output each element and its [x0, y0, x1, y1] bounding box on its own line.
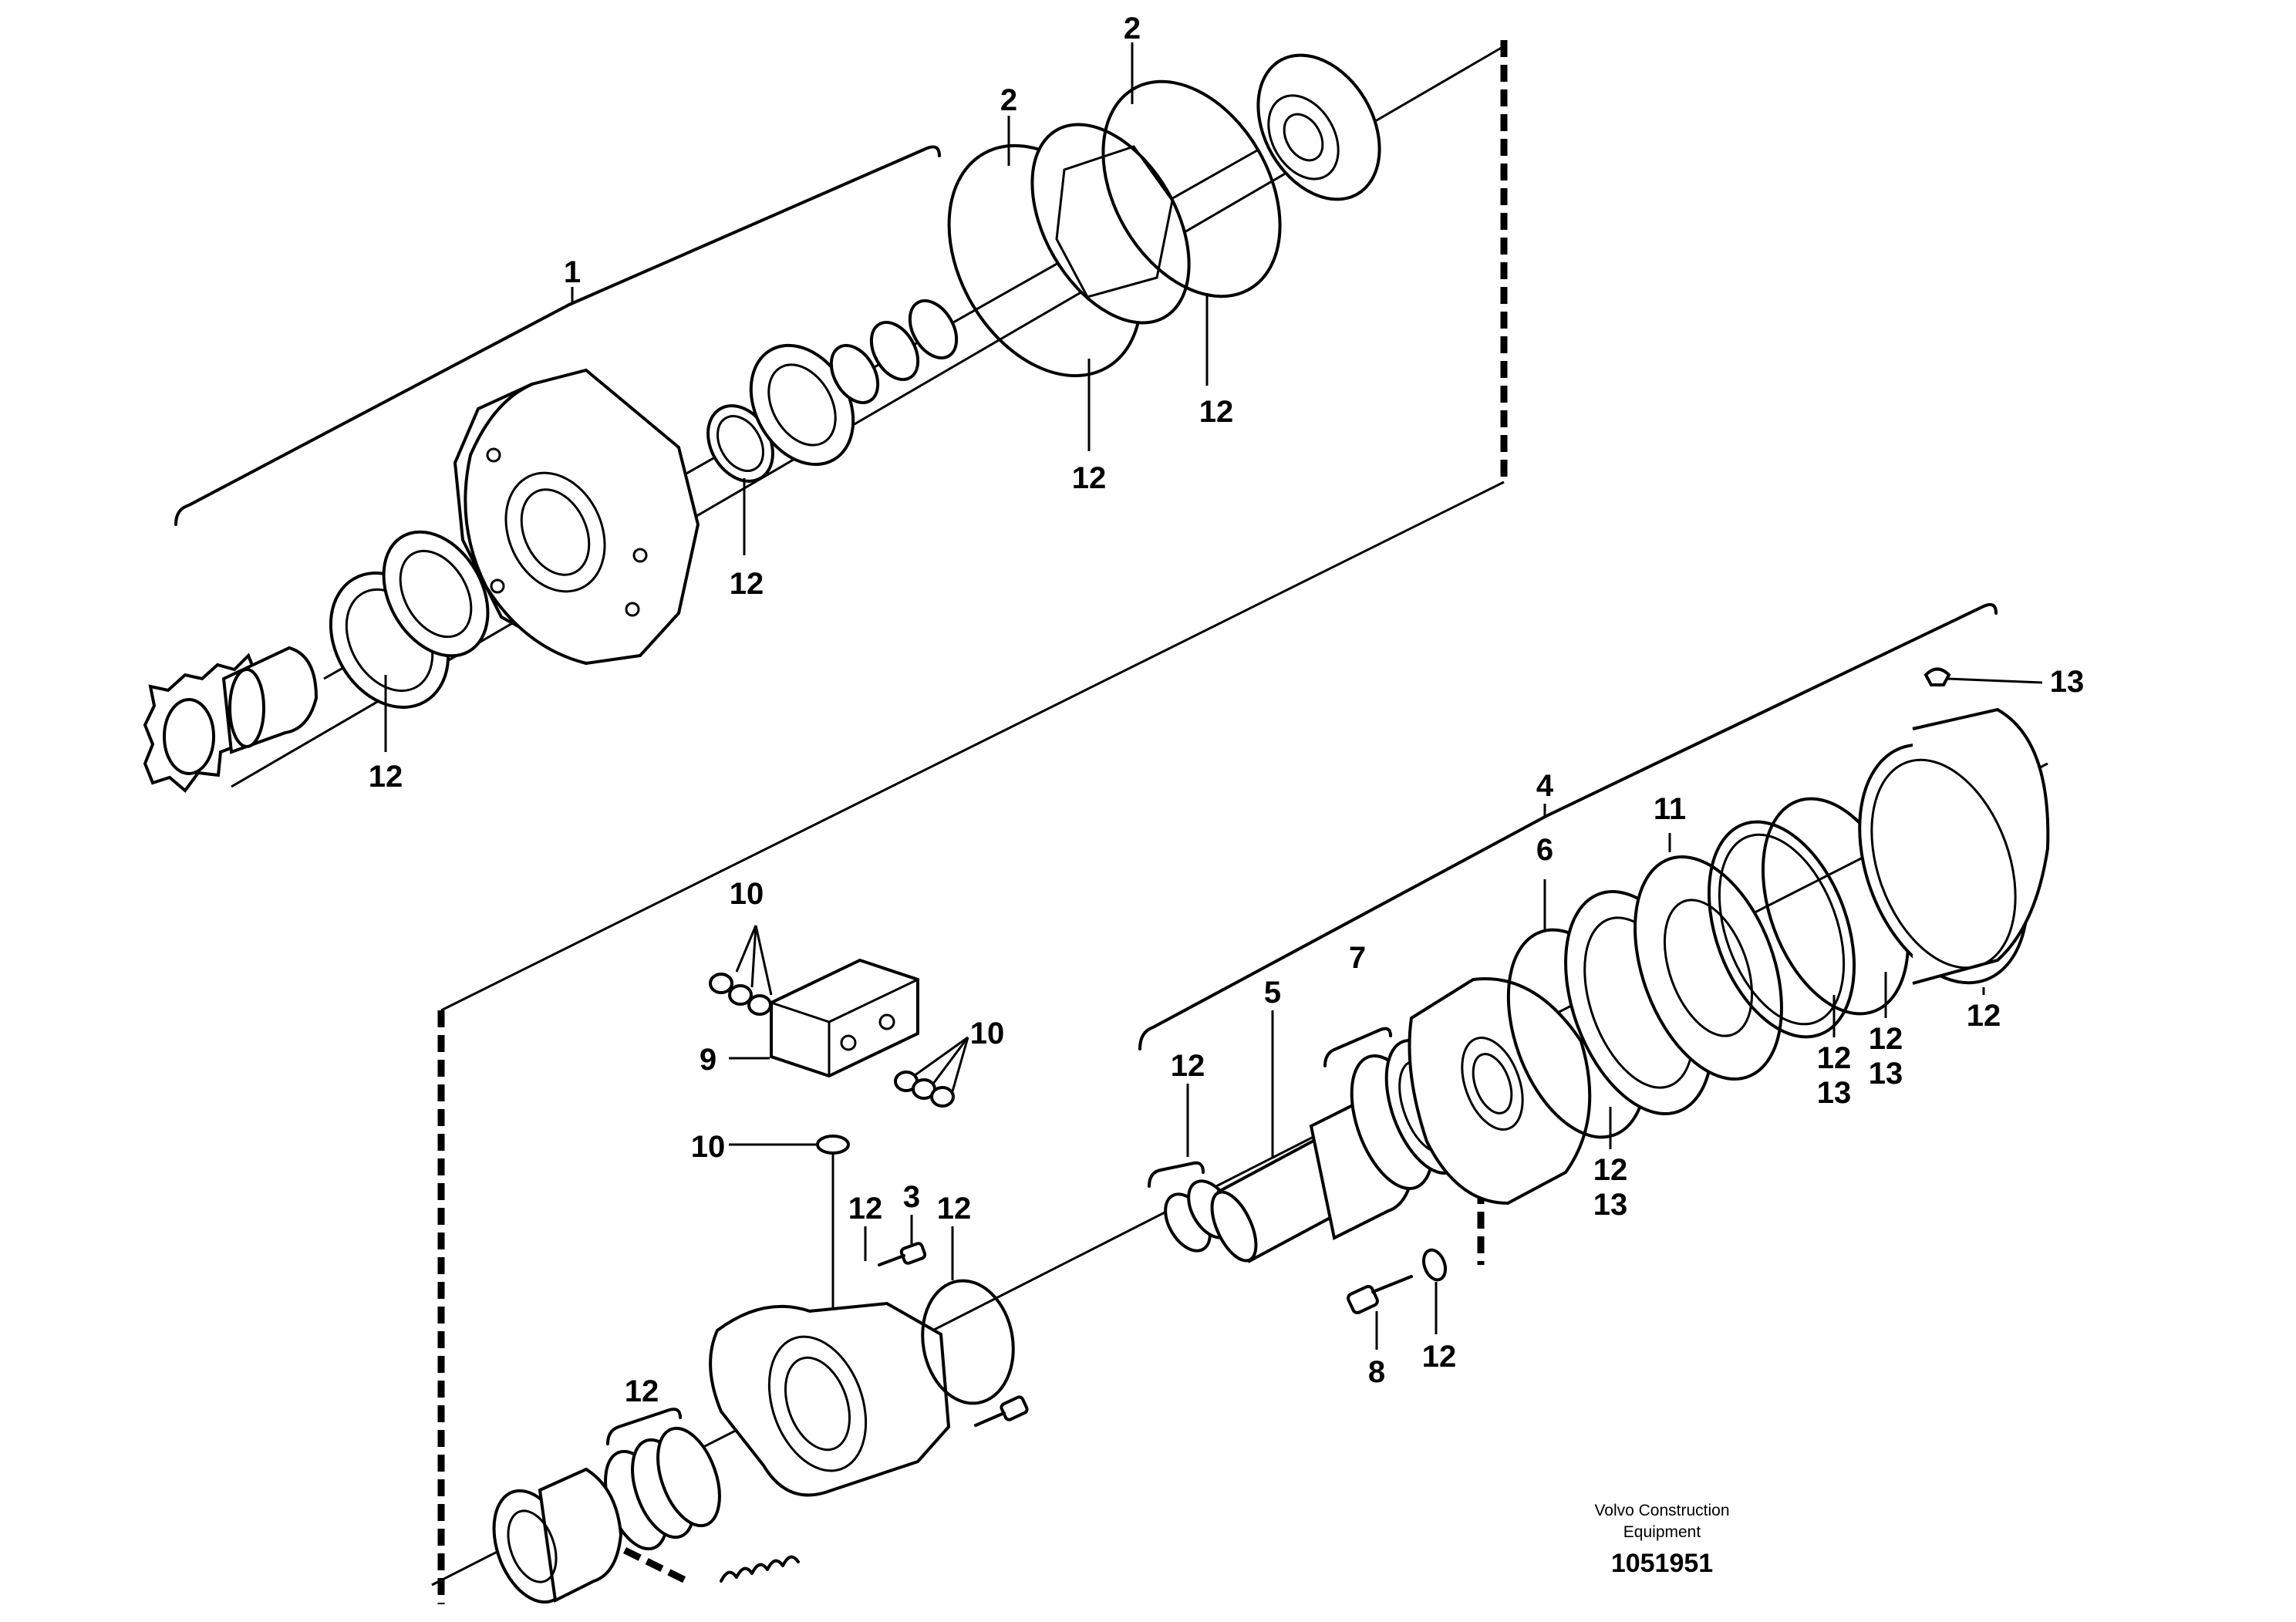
label-12-oring-left: 12 — [1072, 461, 1107, 495]
group-bracket-4 — [1138, 602, 1998, 1050]
leader-lines — [384, 42, 2043, 1350]
thrust-washer-11 — [1633, 855, 1783, 1081]
oring-right — [1101, 79, 1282, 298]
label-12-pinion-seal: 12 — [369, 760, 403, 794]
label-12-disc-a: 12 — [1817, 1041, 1852, 1075]
label-3: 3 — [903, 1180, 920, 1214]
brake-housing — [709, 1301, 951, 1497]
label-12-bearing-seal: 12 — [730, 567, 764, 601]
rotor-plate — [1030, 123, 1191, 325]
label-12-washer: 12 — [1422, 1340, 1457, 1374]
label-12-oring-right: 12 — [1199, 395, 1234, 429]
label-5: 5 — [1264, 976, 1281, 1010]
company-name-line1: Volvo Construction — [1594, 1502, 1729, 1519]
label-9: 9 — [700, 1043, 716, 1077]
label-12-carrier: 12 — [1593, 1153, 1628, 1187]
footer: Volvo Construction Equipment 1051951 — [1594, 1502, 1729, 1578]
label-2-top: 2 — [1124, 12, 1141, 46]
label-13-disc-a: 13 — [1817, 1076, 1852, 1110]
housing-bolt — [974, 1395, 1029, 1427]
label-1: 1 — [564, 255, 581, 289]
snap-ring-disc-a — [1707, 820, 1856, 1039]
drive-shaft-5 — [1210, 1089, 1418, 1263]
upper-bearing — [382, 530, 490, 658]
label-11: 11 — [1654, 792, 1686, 826]
cover-ring-12 — [1858, 707, 2050, 985]
brake-piston — [492, 1467, 623, 1604]
counterbalance-valve-block — [770, 958, 919, 1078]
valve-end-cap — [1256, 53, 1381, 201]
spring-stack — [604, 1426, 721, 1551]
label-10-top: 10 — [730, 877, 764, 911]
label-12-cover: 12 — [1967, 999, 2001, 1033]
motor-housing — [453, 368, 700, 666]
group-bracket-7 — [1323, 1027, 1392, 1067]
retaining-rings — [829, 298, 959, 404]
company-name-line2: Equipment — [1623, 1523, 1701, 1541]
label-13-disc-b: 13 — [1869, 1057, 1903, 1091]
planetary-carrier — [1408, 977, 1592, 1206]
valve-orings — [709, 973, 955, 1155]
brake-oring — [921, 1279, 1015, 1405]
pinion-shaft — [143, 646, 319, 793]
callout-labels: 1 2 2 12 12 12 12 4 13 12 11 6 12 13 12 … — [369, 12, 2085, 1408]
relief-screw-3 — [878, 1242, 927, 1266]
label-10-right: 10 — [970, 1017, 1005, 1050]
label-10-lower: 10 — [691, 1130, 726, 1164]
washer-12 — [1421, 1248, 1448, 1282]
group-bracket-1 — [174, 145, 941, 526]
label-4: 4 — [1536, 769, 1554, 803]
label-12-brake-oring: 12 — [937, 1192, 972, 1226]
label-8: 8 — [1368, 1355, 1385, 1389]
plug-13 — [1923, 667, 1951, 686]
label-12-screw: 12 — [848, 1192, 883, 1226]
label-12-shaft: 12 — [1171, 1049, 1205, 1083]
label-13-carrier: 13 — [1593, 1188, 1628, 1222]
label-6: 6 — [1536, 833, 1553, 867]
group-bracket-12-springs — [606, 1408, 682, 1445]
label-2-left: 2 — [1000, 83, 1017, 117]
label-13-plug: 13 — [2050, 665, 2085, 699]
label-12-springs: 12 — [625, 1374, 659, 1408]
label-12-disc-b: 12 — [1869, 1022, 1903, 1056]
assembly-dashed-frame — [437, 40, 1508, 1604]
drawing-number: 1051951 — [1611, 1549, 1713, 1578]
bolt-8 — [1347, 1275, 1413, 1314]
group-bracket-12-shaft — [1148, 1161, 1205, 1188]
label-7: 7 — [1349, 941, 1366, 975]
coil-spring — [720, 1555, 800, 1583]
